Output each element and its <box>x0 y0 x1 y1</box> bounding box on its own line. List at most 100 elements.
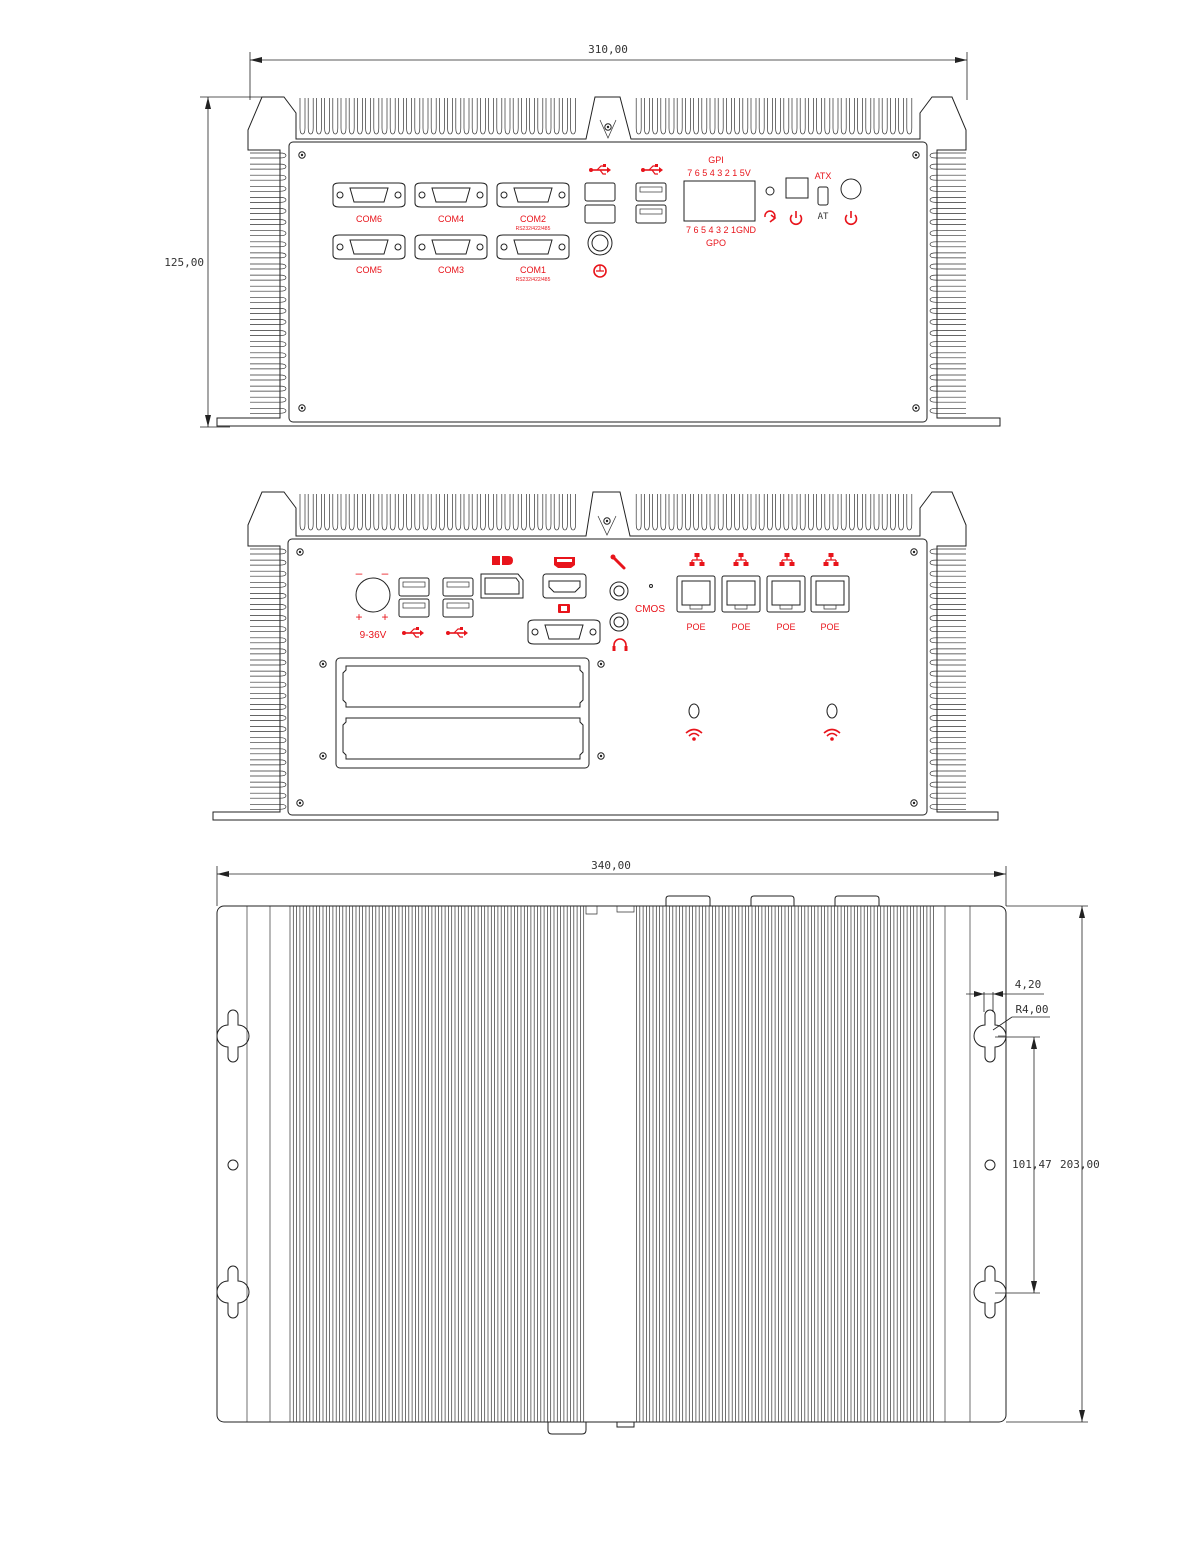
usb-port <box>398 598 430 618</box>
hdmi-icon <box>554 557 575 568</box>
power-icon <box>844 210 858 226</box>
rear-top-fins <box>299 493 913 531</box>
slot-spacing-dimension: 101,47 <box>995 1036 1052 1294</box>
polarity-plus-right: + <box>381 610 388 624</box>
headphone-icon <box>612 638 628 651</box>
com5-port <box>332 234 406 260</box>
mounting-hole <box>984 1159 996 1171</box>
lan-port <box>721 575 761 613</box>
lan-port <box>810 575 850 613</box>
gpi-label: GPI <box>708 155 724 165</box>
top-housing <box>216 905 1007 1423</box>
usb-port <box>398 577 430 597</box>
top-width-dimension: 340,00 <box>216 859 1007 906</box>
com6-label: COM6 <box>356 214 382 224</box>
com1-sub-label: RS232/422/485 <box>516 277 551 283</box>
slot-width-label: 4,20 <box>1015 978 1042 991</box>
gpio-connector <box>683 180 756 222</box>
wifi-icon <box>823 728 841 742</box>
top-width-label: 340,00 <box>591 859 631 872</box>
com3-port <box>414 234 488 260</box>
front-height-dimension: 125,00 <box>164 96 262 428</box>
lan-icon <box>732 552 750 567</box>
cmos-button <box>649 584 653 588</box>
mounting-keyhole <box>216 1265 250 1319</box>
radius-label: R4,00 <box>1015 1003 1048 1016</box>
lan-port <box>766 575 806 613</box>
atx-at-switch <box>817 186 829 206</box>
front-side-fins <box>249 152 967 414</box>
front-view: 310,00 125,00 COM6 COM4 <box>164 43 1001 428</box>
status-led <box>765 186 775 196</box>
reset-icon <box>764 210 777 223</box>
mic-icon <box>610 554 626 570</box>
com1-port <box>496 234 570 260</box>
power-icon <box>789 210 803 226</box>
displayport-icon <box>492 556 513 565</box>
lan1-label: POE <box>686 622 705 632</box>
mounting-keyhole <box>973 1265 1007 1319</box>
usb-port <box>584 204 616 224</box>
usb-port <box>635 182 667 202</box>
antenna-hole <box>688 703 700 719</box>
com5-label: COM5 <box>356 265 382 275</box>
radius-dimension: R4,00 <box>992 1003 1050 1031</box>
usb-icon <box>401 626 425 638</box>
usb-icon <box>445 626 469 638</box>
remote-power-switch <box>840 178 862 200</box>
com2-port <box>496 182 570 208</box>
polarity-plus-left: + <box>355 610 362 624</box>
lan2-label: POE <box>731 622 750 632</box>
wifi-icon <box>685 728 703 742</box>
usb-port <box>584 182 616 202</box>
atx-label: ATX <box>815 171 832 181</box>
usb-port <box>635 204 667 224</box>
front-panel <box>288 141 928 423</box>
rear-panel <box>287 538 928 816</box>
mounting-hole <box>227 1159 239 1171</box>
usb-icon <box>640 163 664 175</box>
lan3-label: POE <box>776 622 795 632</box>
vga-icon <box>558 604 570 613</box>
usb-port <box>442 598 474 618</box>
front-width-label: 310,00 <box>588 43 628 56</box>
at-label: AT <box>818 212 829 222</box>
headphone-jack <box>609 612 629 632</box>
top-height-dimension: 203,00 <box>1006 905 1100 1423</box>
hdmi-port <box>542 573 587 599</box>
usb-port <box>442 577 474 597</box>
cmos-label: CMOS <box>635 604 665 615</box>
front-height-label: 125,00 <box>164 256 204 269</box>
slot-spacing-label: 101,47 <box>1012 1158 1052 1171</box>
gpo-label: GPO <box>706 238 726 248</box>
front-housing <box>216 96 1001 427</box>
dc-in-icon <box>355 577 391 613</box>
antenna-hole <box>826 703 838 719</box>
lan-icon <box>688 552 706 567</box>
polarity-minus-left: – <box>356 566 363 580</box>
com2-label: COM2 <box>520 214 546 224</box>
lan-icon <box>778 552 796 567</box>
power-button <box>785 177 809 199</box>
com6-port <box>332 182 406 208</box>
com1-label: COM1 <box>520 265 546 275</box>
rear-housing <box>212 491 999 821</box>
slot-width-dimension: 4,20 <box>966 978 1044 1012</box>
lan4-label: POE <box>820 622 839 632</box>
top-view: 340,00 203,00 4,20 R4,00 <box>216 859 1100 1435</box>
keyboard-mouse-icon <box>593 264 607 278</box>
mic-jack <box>609 581 629 601</box>
lan-icon <box>822 552 840 567</box>
displayport-port <box>480 573 524 599</box>
top-heatsink-fins <box>289 906 934 1422</box>
com2-sub-label: RS232/422/485 <box>516 226 551 232</box>
polarity-minus-right: – <box>382 566 389 580</box>
com3-label: COM3 <box>438 265 464 275</box>
lan-port <box>676 575 716 613</box>
com4-port <box>414 182 488 208</box>
com4-label: COM4 <box>438 214 464 224</box>
mounting-keyhole <box>216 1009 250 1063</box>
expansion-slots <box>319 657 605 769</box>
ps2-port <box>587 230 613 256</box>
